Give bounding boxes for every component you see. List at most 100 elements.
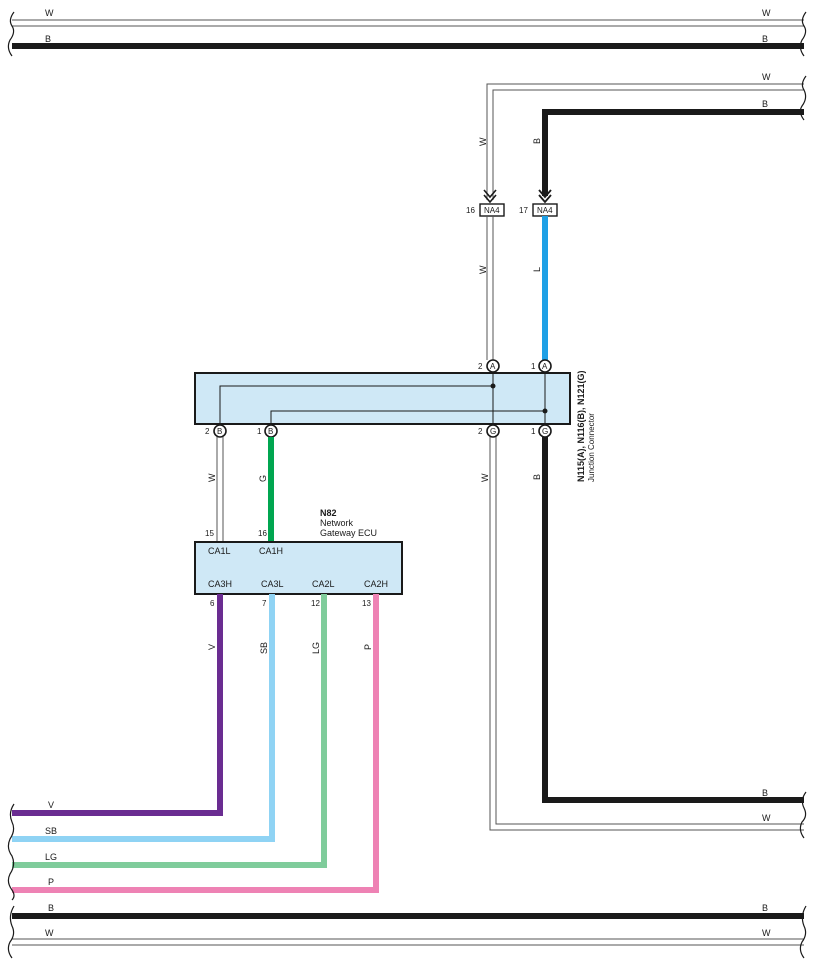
pin-b2-num: 2 [205, 427, 210, 436]
upper-b-wire [542, 109, 804, 196]
w-label-vertical-mid: W [478, 265, 488, 274]
inline-connector-na4-16: NA4 16 [466, 189, 505, 217]
pin-b2-code: B [217, 427, 222, 436]
network-gateway-ecu: N82 Network Gateway ECU 15 16 CA1L CA1H … [194, 508, 403, 608]
pin-g1-code: G [542, 427, 548, 436]
junction-connector: A 2 A 1 B 2 B 1 G 2 G 1 N115(A), N116(B)… [194, 359, 596, 482]
pin-a1-code: A [542, 362, 548, 371]
na4-16-pin: 16 [466, 206, 475, 215]
pin-a2-code: A [490, 362, 496, 371]
lg-wire [12, 594, 327, 868]
top-bus-w-label-right: W [762, 8, 771, 18]
ecu-name-line2: Gateway ECU [320, 528, 377, 538]
top-bus-w-wire [12, 19, 804, 27]
g-label-vertical: G [258, 475, 268, 482]
junction-internal-trace-a1 [270, 373, 546, 426]
ecu-box [194, 541, 403, 595]
na4-16-code: NA4 [484, 206, 500, 215]
junction-connector-description: Junction Connector [587, 413, 596, 482]
ecu-ca2h: CA2H [364, 579, 388, 589]
chevron-down-icon [538, 189, 552, 204]
upper-w-label-vertical: W [478, 137, 488, 146]
top-bus-b-label-left: B [45, 34, 51, 44]
bottom-bus: B B W W [7, 903, 807, 959]
bottom-bus-w-label-right: W [762, 928, 771, 938]
lower-right-brace [799, 791, 807, 839]
ecu-pin-13: 13 [362, 599, 371, 608]
lower-left-brace [7, 803, 15, 901]
na4-16-box [479, 203, 505, 217]
pin-g2 [486, 424, 500, 438]
ecu-ca3h: CA3H [208, 579, 232, 589]
bottom-bus-w-wire [12, 938, 804, 946]
w-wire-na4-to-junction [486, 216, 494, 360]
ecu-pin-12: 12 [311, 599, 320, 608]
v-label-vertical: V [207, 644, 217, 650]
junction-splice-dot [542, 408, 548, 414]
w-label-vertical-g2: W [480, 473, 490, 482]
junction-connector-name: N115(A), N116(B), N121(G) [576, 370, 586, 482]
pin-b2 [213, 424, 227, 438]
top-bus: W W B B [7, 8, 807, 57]
ecu-name-line1: Network [320, 518, 354, 528]
ecu-ca3l: CA3L [261, 579, 284, 589]
upper-w-wire-outline [486, 83, 804, 200]
b-wire-g1-to-bus [542, 437, 804, 803]
upper-right-brace [799, 75, 807, 121]
upper-b-label-right: B [762, 99, 768, 109]
pin-g2-code: G [490, 427, 496, 436]
sb-label-left: SB [45, 826, 57, 836]
sb-wire [12, 594, 275, 842]
bottom-bus-left-brace [7, 905, 15, 959]
na4-17-pin: 17 [519, 206, 528, 215]
junction-splice-dot [490, 383, 496, 389]
lg-label-vertical: LG [311, 642, 321, 654]
bottom-bus-w-label-left: W [45, 928, 54, 938]
w-label-vertical-ecu: W [207, 473, 217, 482]
pin-a1 [538, 359, 552, 373]
ecu-ca1l: CA1L [208, 546, 231, 556]
pin-b1-num: 1 [257, 427, 262, 436]
p-wire [12, 594, 379, 893]
p-label-left: P [48, 877, 54, 887]
ecu-pin-16: 16 [258, 529, 267, 538]
upper-right-wires: W B W B [478, 72, 807, 200]
v-label-left: V [48, 800, 54, 810]
lg-label-left: LG [45, 852, 57, 862]
chevron-down-icon [483, 189, 497, 204]
top-bus-b-label-right: B [762, 34, 768, 44]
sb-label-vertical: SB [259, 642, 269, 654]
v-wire [12, 594, 223, 816]
l-label-vertical: L [532, 267, 542, 272]
w-wire-g2-to-bus [489, 437, 804, 831]
ecu-pin-7: 7 [262, 599, 267, 608]
upper-b-label-vertical: B [532, 138, 542, 144]
na4-17-code: NA4 [537, 206, 553, 215]
pin-a2-num: 2 [478, 362, 483, 371]
top-bus-left-brace [7, 11, 15, 57]
bottom-bus-right-brace [799, 905, 807, 959]
pin-a1-num: 1 [531, 362, 536, 371]
b-label-vertical-g1: B [532, 474, 542, 480]
pin-a2 [486, 359, 500, 373]
ecu-ca1h: CA1H [259, 546, 283, 556]
ecu-pin-15: 15 [205, 529, 214, 538]
ecu-id: N82 [320, 508, 337, 518]
ecu-pin-6: 6 [210, 599, 215, 608]
lower-right-b-label: B [762, 788, 768, 798]
bottom-bus-b-label-right: B [762, 903, 768, 913]
p-label-vertical: P [363, 644, 373, 650]
ecu-ca2l: CA2L [312, 579, 335, 589]
top-bus-w-label-left: W [45, 8, 54, 18]
bottom-bus-b-label-left: B [48, 903, 54, 913]
pin-b1-code: B [268, 427, 273, 436]
pin-g1-num: 1 [531, 427, 536, 436]
upper-w-label-right: W [762, 72, 771, 82]
junction-connector-box [194, 372, 571, 425]
lower-right-w-label: W [762, 813, 771, 823]
top-bus-right-brace [799, 11, 807, 57]
w-wire-b2-to-ecu [216, 437, 224, 542]
inline-connector-na4-17: NA4 17 [519, 189, 558, 217]
pin-g2-num: 2 [478, 427, 483, 436]
